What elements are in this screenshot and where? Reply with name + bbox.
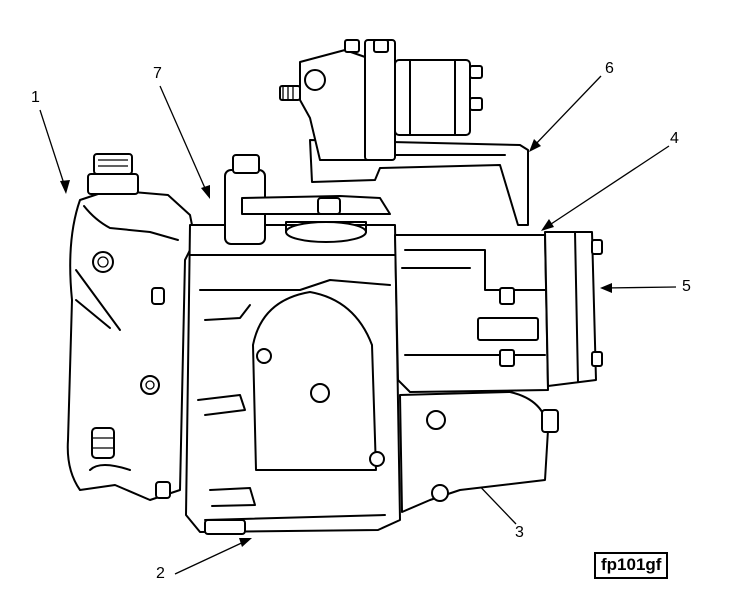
pump-drawing [66, 39, 603, 535]
flange-housing [66, 153, 196, 501]
callout-3: 3 [515, 524, 524, 541]
callout-5: 5 [682, 278, 691, 295]
callout-4: 4 [670, 130, 679, 147]
figure-id-label: fp101gf [594, 552, 669, 579]
lower-housing [399, 391, 559, 513]
solenoid-assembly [279, 39, 483, 161]
callout-6: 6 [605, 60, 614, 77]
throttle-lever [241, 195, 391, 215]
callout-2: 2 [156, 565, 165, 582]
leader-line-4 [541, 145, 670, 231]
end-cover-plate [544, 231, 603, 387]
leader-line-6 [529, 75, 602, 152]
callout-1: 1 [31, 89, 40, 106]
governor-housing [394, 234, 549, 393]
top-column [224, 154, 367, 245]
main-body [185, 224, 401, 535]
leader-line-2 [174, 538, 252, 575]
leader-line-1 [39, 109, 70, 194]
leader-line-5 [600, 283, 677, 293]
callout-7: 7 [153, 65, 162, 82]
leader-line-7 [159, 85, 210, 199]
